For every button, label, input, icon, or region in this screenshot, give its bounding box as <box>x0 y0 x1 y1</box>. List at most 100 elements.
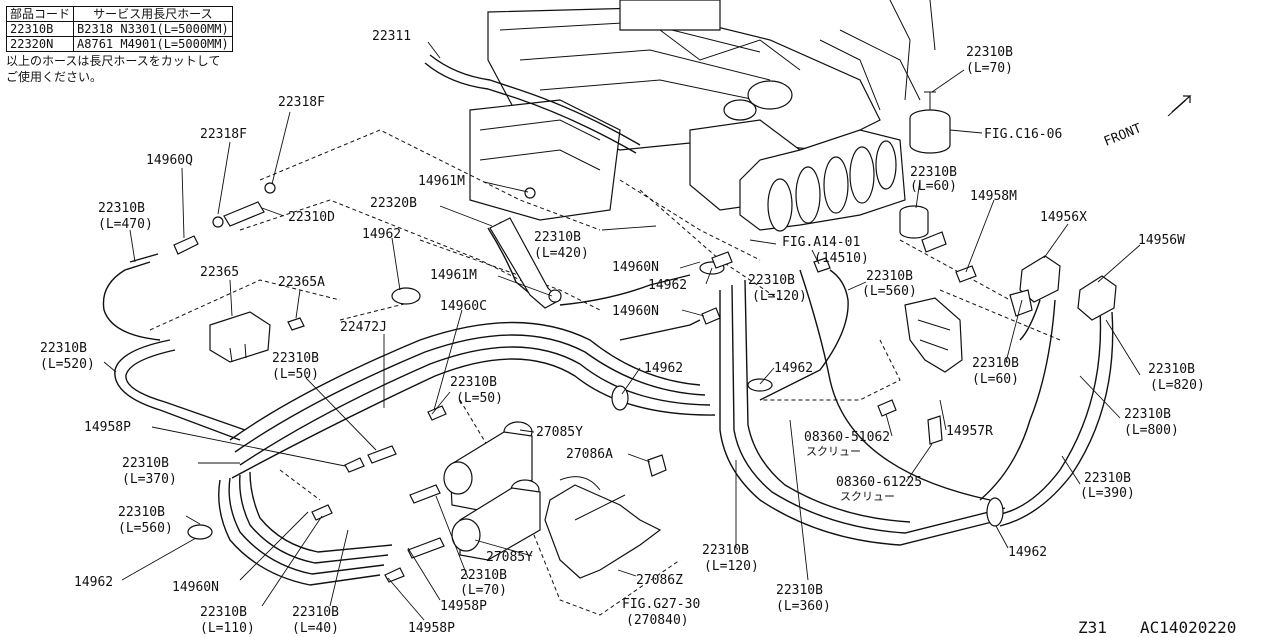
legend-note-line1: 以上のホースは長尺ホースをカットして <box>6 54 221 68</box>
small-parts <box>173 182 1117 583</box>
callout-22310b: 22310B <box>200 605 247 620</box>
callout-22310b: 22310B <box>292 605 339 620</box>
callout-22310b: 22310B <box>460 568 507 583</box>
leader-lines <box>103 41 1141 621</box>
callout-14958m: 14958M <box>970 189 1017 204</box>
front-arrow <box>1167 95 1192 117</box>
callout-14960n: 14960N <box>612 260 659 275</box>
callout-22318f: 22318F <box>278 95 325 110</box>
callout-22365: 22365 <box>200 265 239 280</box>
callout-fig-a14-01[interactable]: FIG.A14-01 <box>782 235 860 250</box>
callout-08360-61225: 08360-61225 <box>836 475 922 490</box>
front-label: FRONT <box>1102 121 1144 150</box>
callout-length: (L=60) <box>972 372 1019 387</box>
callout-22310b: 22310B <box>866 269 913 284</box>
intake-manifold-drawing <box>739 129 906 232</box>
callout-14958p: 14958P <box>84 420 131 435</box>
callout-14956w: 14956W <box>1138 233 1185 248</box>
callout-length: (L=470) <box>98 217 153 232</box>
callout-14960n: 14960N <box>172 580 219 595</box>
callout-length: (L=40) <box>292 621 339 636</box>
callout-22310b: 22310B <box>122 456 169 471</box>
callout-22310b: 22310B <box>98 201 145 216</box>
callout-27086z: 27086Z <box>636 573 683 588</box>
callout-length: (L=360) <box>776 599 831 614</box>
callout-length: (L=520) <box>40 357 95 372</box>
callout-14962: 14962 <box>74 575 113 590</box>
callout-22310b: 22310B <box>966 45 1013 60</box>
callout-length: (L=560) <box>118 521 173 536</box>
callout-14962: 14962 <box>774 361 813 376</box>
callout-fig-g27-30[interactable]: FIG.G27-30 <box>622 597 700 612</box>
callout-length: (L=70) <box>966 61 1013 76</box>
hose-legend: 部品コード サービス用長尺ホース 22310B B2318 N3301(L=50… <box>5 6 233 84</box>
callout-22310d: 22310D <box>288 210 335 225</box>
callout-length: (L=50) <box>456 391 503 406</box>
legend-hose: A8761 M4901(L=5000MM) <box>73 36 233 52</box>
callout-22472j: 22472J <box>340 320 387 335</box>
callout-labels: 22311 22318F 22318F 14960Q 22310D 22310B… <box>40 29 1205 636</box>
callout-length: (L=60) <box>910 179 957 194</box>
callout-14962: 14962 <box>648 278 687 293</box>
callout-length: (L=560) <box>862 284 917 299</box>
small-canister-drawing <box>899 91 951 239</box>
callout-14957r: 14957R <box>946 424 993 439</box>
callout-14962: 14962 <box>644 361 683 376</box>
legend-note-line2: ご使用ください。 <box>6 70 103 84</box>
callout-14958p: 14958P <box>408 621 455 636</box>
model-code: Z31 <box>1078 618 1107 637</box>
callout-14961m: 14961M <box>430 268 477 283</box>
callout-14960q: 14960Q <box>146 153 193 168</box>
callout-length: (L=420) <box>534 246 589 261</box>
callout-14962: 14962 <box>362 227 401 242</box>
callout-22310b: 22310B <box>118 505 165 520</box>
callout-length: (L=50) <box>272 367 319 382</box>
callout-22310b: 22310B <box>972 356 1019 371</box>
callout-27086a: 27086A <box>566 447 613 462</box>
callout-length: (L=120) <box>704 559 759 574</box>
callout-14962: 14962 <box>1008 545 1047 560</box>
callout-22310b: 22310B <box>272 351 319 366</box>
callout-27085y: 27085Y <box>536 425 583 440</box>
callout-22320b: 22320B <box>370 196 417 211</box>
callout-22318f: 22318F <box>200 127 247 142</box>
callout-length: (L=370) <box>122 472 177 487</box>
callout-length: (L=70) <box>460 583 507 598</box>
callout-22310b: 22310B <box>450 375 497 390</box>
hose-runs <box>102 54 1114 586</box>
callout-22310b: 22310B <box>776 583 823 598</box>
callout-length: (L=820) <box>1150 378 1205 393</box>
callout-14956x: 14956X <box>1040 210 1087 225</box>
engine-block-drawing <box>469 0 936 221</box>
callout-22311: 22311 <box>372 29 411 44</box>
diagram-footer: Z31 AC14020220 <box>1078 618 1236 637</box>
callout-22310b: 22310B <box>40 341 87 356</box>
callout-14960n: 14960N <box>612 304 659 319</box>
callout-22310b: 22310B <box>1124 407 1171 422</box>
callout-22310b: 22310B <box>1084 471 1131 486</box>
callout-length: (L=390) <box>1080 486 1135 501</box>
callout-14961m: 14961M <box>418 174 465 189</box>
callout-22310b: 22310B <box>534 230 581 245</box>
callout-14960c: 14960C <box>440 299 487 314</box>
callout-22310b: 22310B <box>702 543 749 558</box>
legend-code: 22320N <box>5 36 75 52</box>
callout-fig-c16-06[interactable]: FIG.C16-06 <box>984 127 1062 142</box>
hose-legend-table: 部品コード サービス用長尺ホース 22310B B2318 N3301(L=50… <box>5 6 233 52</box>
diagram-code: AC14020220 <box>1140 618 1236 637</box>
callout-screw-label: スクリュー <box>840 490 895 503</box>
legend-row: 22320N A8761 M4901(L=5000MM) <box>5 36 233 52</box>
callout-screw-label: スクリュー <box>806 445 861 458</box>
callout-22310b: 22310B <box>748 273 795 288</box>
callout-27085y: 27085Y <box>486 550 533 565</box>
callout-14958p: 14958P <box>440 599 487 614</box>
callout-length: (L=800) <box>1124 423 1179 438</box>
callout-22365a: 22365A <box>278 275 325 290</box>
callout-length: (L=120) <box>752 289 807 304</box>
callout-length: (L=110) <box>200 621 255 636</box>
callout-22310b: 22310B <box>910 165 957 180</box>
callout-22310b: 22310B <box>1148 362 1195 377</box>
callout-08360-51062: 08360-51062 <box>804 430 890 445</box>
